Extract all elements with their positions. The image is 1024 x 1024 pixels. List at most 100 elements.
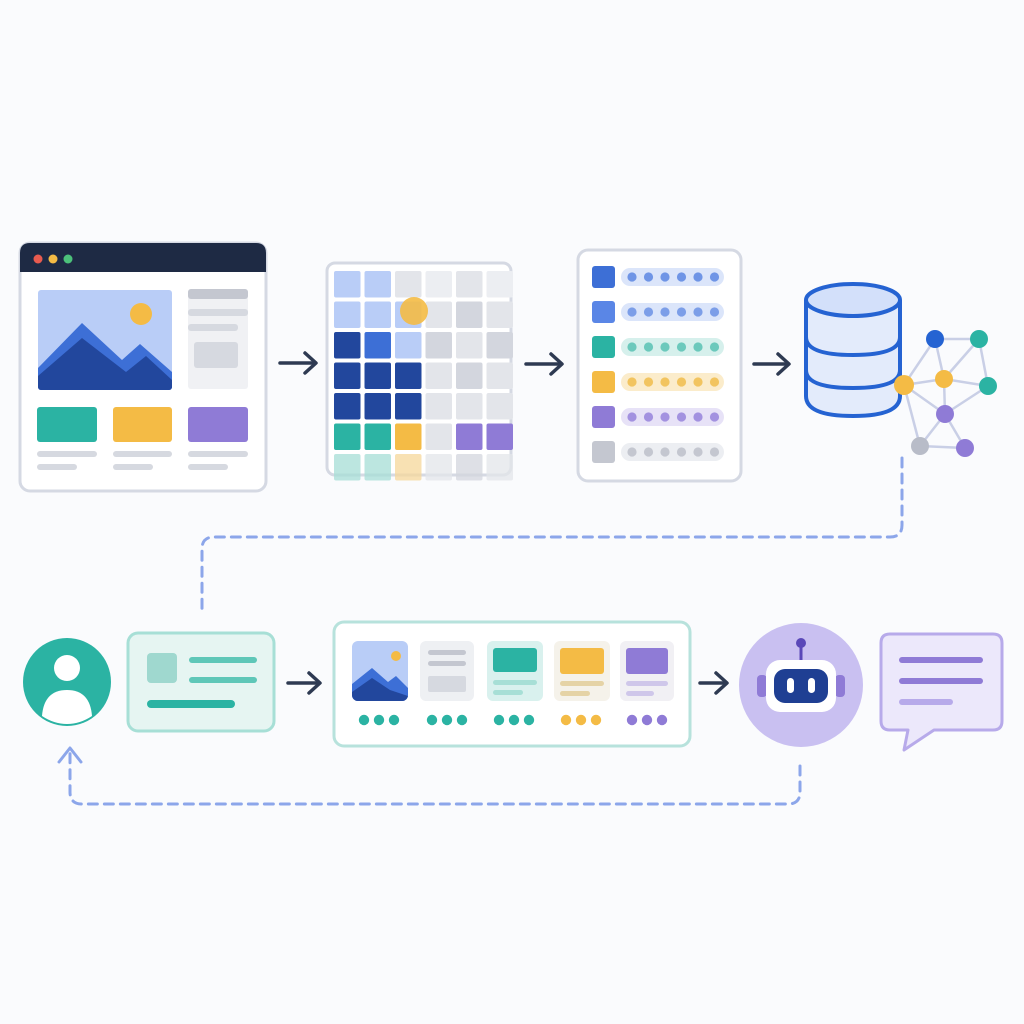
vector-dot	[643, 412, 654, 422]
arrow-right-icon	[278, 351, 318, 375]
image-patch	[425, 454, 452, 481]
image-patch	[486, 454, 513, 481]
image-patch	[334, 271, 361, 298]
graph-node	[979, 377, 997, 395]
relevance-dot	[358, 714, 370, 726]
relevance-dot	[441, 714, 453, 726]
vector-dot	[660, 412, 670, 422]
relevance-dot	[456, 714, 468, 726]
vector-dot	[643, 447, 654, 457]
vector-dot	[676, 272, 687, 282]
relevance-dot	[590, 714, 602, 726]
vector-dot	[709, 342, 720, 352]
image-patch	[456, 423, 483, 450]
vector-dot	[627, 447, 637, 457]
database-icon	[804, 282, 902, 419]
result-thumbnail-teal	[487, 641, 543, 701]
vector-dot	[627, 342, 637, 352]
vector-dot	[627, 377, 637, 387]
image-patch	[364, 454, 391, 481]
query-card-icon	[126, 631, 276, 733]
arrow-right-icon	[752, 352, 791, 376]
relevance-dot	[656, 714, 668, 726]
network-graph-icon	[894, 330, 997, 457]
image-patch	[456, 271, 483, 298]
image-patch	[364, 332, 391, 359]
relevance-dot	[575, 714, 587, 726]
vector-dot	[643, 307, 654, 317]
window-minimize-dot	[48, 254, 58, 264]
image-patch	[425, 423, 452, 450]
content-card-yellow	[113, 407, 172, 442]
vector-dot	[676, 377, 687, 387]
relevance-dot	[626, 714, 638, 726]
vector-dot	[660, 342, 670, 352]
content-card-teal	[37, 407, 97, 442]
image-patch	[364, 362, 391, 389]
image-patch	[456, 301, 483, 328]
image-patch	[334, 454, 361, 481]
speech-bubble-icon	[879, 632, 1004, 752]
vector-dot	[693, 447, 703, 457]
arrow-right-icon	[698, 671, 729, 695]
vector-dot	[693, 307, 703, 317]
vector-dot	[643, 342, 654, 352]
image-patch	[395, 362, 422, 389]
image-patch	[395, 332, 422, 359]
image-patch	[334, 362, 361, 389]
vector-dot	[660, 272, 670, 282]
graph-node	[970, 330, 988, 348]
embedding-label-chip	[592, 301, 615, 323]
image-patch	[395, 423, 422, 450]
image-patch	[395, 271, 422, 298]
vector-dot	[676, 447, 687, 457]
result-thumbnail-image	[352, 641, 408, 701]
image-patch	[486, 423, 513, 450]
image-patch	[486, 332, 513, 359]
relevance-dot	[388, 714, 400, 726]
window-close-dot	[33, 254, 43, 264]
vector-dot	[709, 307, 720, 317]
embedding-label-chip	[592, 371, 615, 393]
graph-node	[926, 330, 944, 348]
relevance-dot	[560, 714, 572, 726]
arrow-right-icon	[286, 671, 322, 695]
result-thumbnail-document	[420, 641, 474, 701]
image-patch	[486, 271, 513, 298]
image-patch	[364, 301, 391, 328]
image-patch	[425, 332, 452, 359]
image-patch	[425, 393, 452, 420]
vector-dot	[643, 377, 654, 387]
vector-dot	[709, 447, 720, 457]
image-patch	[364, 423, 391, 450]
result-thumbnail-yellow	[554, 641, 610, 701]
graph-node	[935, 370, 953, 388]
user-avatar-icon	[23, 638, 111, 726]
image-patch-grid-icon	[325, 261, 513, 481]
window-maximize-dot	[63, 254, 73, 264]
vector-dot	[693, 412, 703, 422]
image-patch	[364, 393, 391, 420]
image-patch	[334, 393, 361, 420]
graph-node	[894, 375, 914, 395]
embedding-label-chip	[592, 266, 615, 288]
image-patch	[334, 301, 361, 328]
vector-dot	[693, 377, 703, 387]
vector-dot	[660, 307, 670, 317]
image-patch	[456, 362, 483, 389]
retrieved-cards-icon	[332, 620, 692, 748]
image-patch	[456, 393, 483, 420]
vector-dot	[643, 272, 654, 282]
graph-node	[956, 439, 974, 457]
vector-dot	[627, 307, 637, 317]
relevance-dot	[641, 714, 653, 726]
image-patch	[486, 301, 513, 328]
relevance-dot	[373, 714, 385, 726]
image-patch	[456, 454, 483, 481]
embedding-label-chip	[592, 336, 615, 358]
return-arrowhead-icon	[57, 746, 83, 764]
dashed-return-assistant-to-user	[68, 750, 802, 806]
arrow-right-icon	[524, 352, 564, 376]
content-card-purple	[188, 407, 248, 442]
